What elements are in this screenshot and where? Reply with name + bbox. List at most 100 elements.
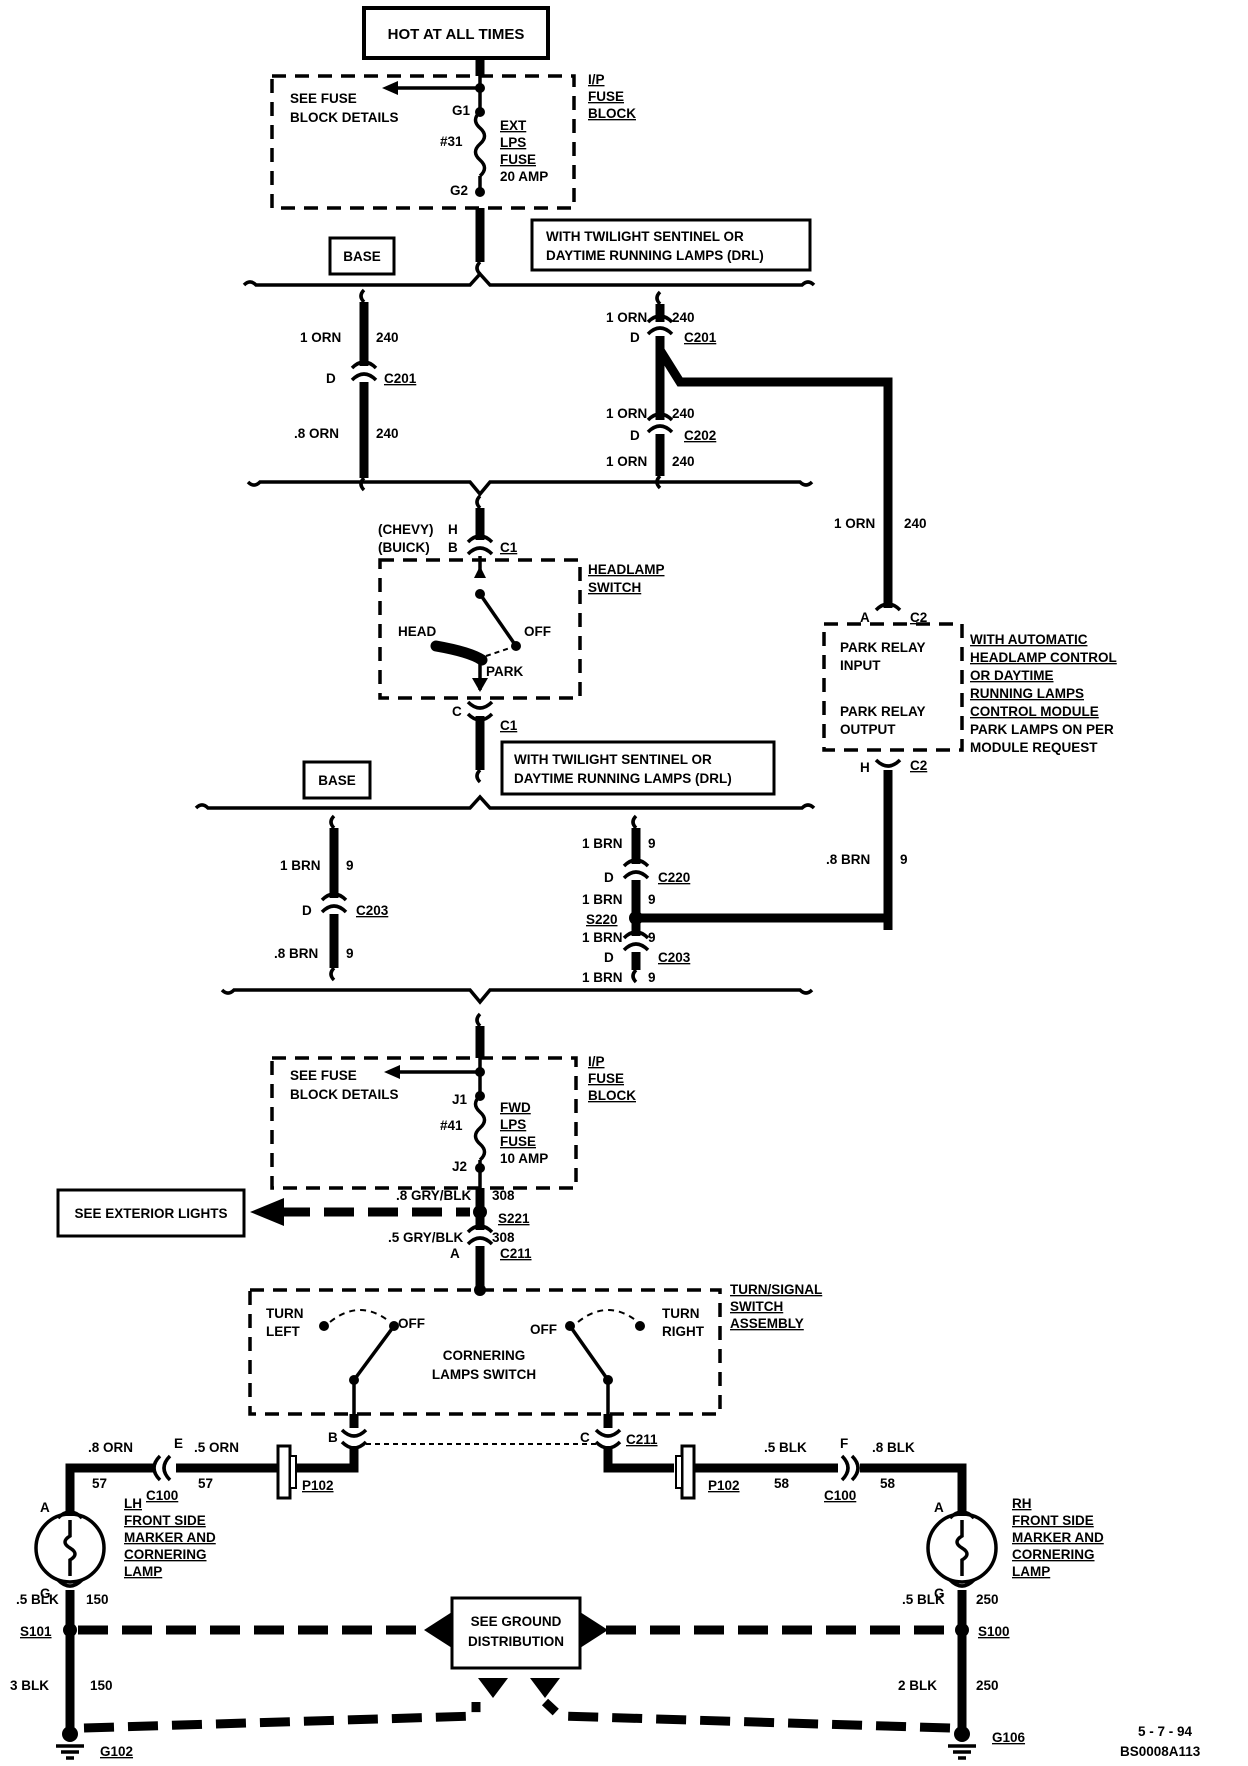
connector-label: C2 xyxy=(910,758,927,773)
connector-c203-left-icon xyxy=(320,892,348,902)
left-9-branch: 1 BRN 9 D C203 .8 BRN 9 xyxy=(274,814,389,982)
p102-left-plate xyxy=(276,1444,292,1500)
connector-label: C1 xyxy=(500,540,518,555)
relay-input-line1: PARK RELAY xyxy=(840,640,926,655)
connector-label: C100 xyxy=(146,1488,178,1503)
chevy-label: (CHEVY) xyxy=(378,522,434,537)
circuit-label: 57 xyxy=(92,1476,107,1491)
connector-c201-left-icon xyxy=(350,360,378,370)
pin-label: D xyxy=(630,428,640,443)
connector-c100-e-icon xyxy=(162,1454,172,1482)
base-label-1: BASE xyxy=(343,249,381,264)
wire-label: 1 BRN xyxy=(582,836,623,851)
connector-c203-right-icon xyxy=(622,930,650,940)
cornering-line2: LAMPS SWITCH xyxy=(432,1367,536,1382)
rh-lamp-label-4: CORNERING xyxy=(1012,1547,1095,1562)
fuse-rating-label: 20 AMP xyxy=(500,169,548,184)
wire-label: .8 ORN xyxy=(294,426,339,441)
wire-label: .5 BLK xyxy=(16,1592,59,1607)
connector-c211-b-icon xyxy=(340,1428,368,1438)
wire-label: 1 BRN xyxy=(582,970,623,985)
option-brace-3 xyxy=(194,794,816,810)
base-box-2 xyxy=(302,760,372,800)
fuse-block-2: SEE FUSE BLOCK DETAILS J1 J2 #41 FWD LPS… xyxy=(270,1012,636,1190)
fuse-symbol-icon xyxy=(473,1094,487,1162)
pin-label: A xyxy=(860,610,870,625)
park-relay-module: A C2 PARK RELAY INPUT PARK RELAY OUTPUT … xyxy=(822,602,1117,930)
circuit-label: 150 xyxy=(86,1592,109,1607)
connector-c100-f-icon xyxy=(840,1454,850,1482)
rh-lamp-bulb xyxy=(926,1512,998,1584)
terminal-g2-dot xyxy=(475,187,485,197)
relay-input-line2: INPUT xyxy=(840,658,881,673)
fuse-block-1: SEE FUSE BLOCK DETAILS G1 G2 #31 EXT LPS… xyxy=(270,72,636,210)
circuit-label: 58 xyxy=(880,1476,896,1491)
option-brace-1 xyxy=(242,271,816,287)
hot-at-all-times-box xyxy=(362,6,550,60)
circuit-label: 9 xyxy=(648,892,656,907)
circuit-label: 240 xyxy=(672,310,695,325)
head-label: HEAD xyxy=(398,624,437,639)
connector-label: P102 xyxy=(708,1478,740,1493)
ground-g102-dot xyxy=(62,1726,78,1742)
diagram-date: 5 - 7 - 94 xyxy=(1138,1724,1193,1739)
lh-lamp-label-5: LAMP xyxy=(124,1564,162,1579)
connector-c2-h-icon xyxy=(874,758,902,768)
ground-distribution: SEE GROUND DISTRIBUTION .5 BLK 150 S101 … xyxy=(10,1592,1026,1760)
lh-lamp-label-3: MARKER AND xyxy=(124,1530,216,1545)
ground-return-left xyxy=(83,1702,481,1733)
left-switch-blade xyxy=(352,1324,396,1382)
fuse-block-title-3: BLOCK xyxy=(588,1088,636,1103)
connector-label: P102 xyxy=(302,1478,334,1493)
arrow-left-icon xyxy=(250,1198,284,1226)
circuit-label: 9 xyxy=(648,836,656,851)
connector-label: C211 xyxy=(626,1432,658,1447)
wire-label: 1 ORN xyxy=(834,516,875,531)
turn-left-contact xyxy=(319,1321,329,1331)
circuit-label: 250 xyxy=(976,1678,999,1693)
pin-label: D xyxy=(604,950,614,965)
park-label: PARK xyxy=(486,664,524,679)
wire-label: .5 GRY/BLK xyxy=(388,1230,464,1245)
splice-s221-dot xyxy=(473,1205,487,1219)
connector-c211-a-icon xyxy=(466,1224,494,1234)
fuse-number-label: #41 xyxy=(440,1118,463,1133)
relay-note-1: PARK LAMPS ON PER xyxy=(970,722,1114,737)
twilight-box-1 xyxy=(530,218,812,272)
turn-switch-title-2: SWITCH xyxy=(730,1299,783,1314)
circuit-label: 9 xyxy=(648,930,656,945)
arrow-down-icon xyxy=(478,1678,508,1698)
splice-label: S221 xyxy=(498,1211,530,1226)
connector-c2-a-icon xyxy=(874,602,902,612)
turn-left-line2: LEFT xyxy=(266,1324,300,1339)
circuit-label: 9 xyxy=(346,946,354,961)
headlamp-switch: (CHEVY) H (BUICK) B C1 HEADLAMP SWITCH H… xyxy=(378,494,665,784)
left-lamp-circuit: .8 ORN 57 E C100 .5 ORN 57 P102 A G LH F… xyxy=(34,1436,359,1626)
fuse-name-line1: FWD xyxy=(500,1100,531,1115)
right-9-branch: 1 BRN 9 D C220 1 BRN 9 S220 1 BRN 9 D C2… xyxy=(582,814,908,985)
rh-lamp-label-2: FRONT SIDE xyxy=(1012,1513,1094,1528)
buick-label: (BUICK) xyxy=(378,540,430,555)
block-details-label: BLOCK DETAILS xyxy=(290,110,399,125)
connector-label: C220 xyxy=(658,870,690,885)
ground-dist-line1: SEE GROUND xyxy=(471,1614,562,1629)
circuit-label: 240 xyxy=(904,516,927,531)
arrow-left-icon xyxy=(384,1065,400,1079)
connector-label: C201 xyxy=(384,371,417,386)
fuse-name-line2: LPS xyxy=(500,135,526,150)
block-details-label: BLOCK DETAILS xyxy=(290,1087,399,1102)
ground-label: G106 xyxy=(992,1730,1026,1745)
wire-label: 1 ORN xyxy=(606,406,647,421)
see-fuse-label: SEE FUSE xyxy=(290,1068,357,1083)
terminal-g1-label: G1 xyxy=(452,103,471,118)
wire-label: 3 BLK xyxy=(10,1678,49,1693)
lh-lamp-label-1: LH xyxy=(124,1496,142,1511)
pin-label: A xyxy=(934,1500,944,1515)
twilight-line1-a: WITH TWILIGHT SENTINEL OR xyxy=(546,229,744,244)
connector-label: C2 xyxy=(910,610,927,625)
pin-label: A xyxy=(450,1246,460,1261)
rh-lamp-label-3: MARKER AND xyxy=(1012,1530,1104,1545)
wire-label: 1 ORN xyxy=(300,330,341,345)
pin-label: B xyxy=(328,1430,338,1445)
lh-lamp-label-4: CORNERING xyxy=(124,1547,207,1562)
